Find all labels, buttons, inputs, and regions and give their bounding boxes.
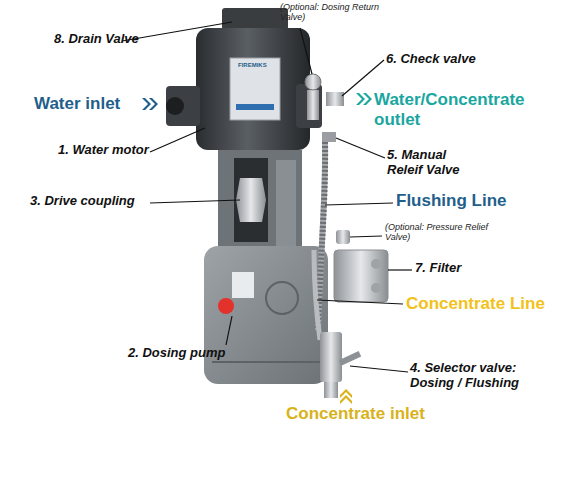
drive-coupling [218, 150, 302, 248]
coupling-housing [218, 150, 302, 248]
callout-label: 2. Dosing pump [128, 346, 258, 361]
check-valve [326, 92, 344, 106]
dosing-return-valve [305, 74, 321, 90]
leader-line [350, 236, 382, 237]
pump-body [204, 246, 328, 384]
leader-line [150, 200, 240, 203]
motor-plate [230, 58, 280, 120]
leader-line [350, 366, 408, 372]
callout-label: 1. Water motor [58, 143, 178, 158]
flushing-hose [318, 142, 325, 330]
selector-handle [339, 351, 361, 366]
outlet-chevron [356, 93, 365, 105]
leader-line [150, 128, 205, 152]
plate-stripe [236, 104, 274, 110]
callout-label: 7. Filter [415, 261, 505, 276]
leader-line [336, 138, 385, 158]
leader-line [226, 316, 232, 345]
drain-valve-cap [222, 8, 288, 30]
leader-line [300, 28, 312, 74]
flow-label: Water/Concentrate outlet [374, 90, 542, 129]
pump-sticker [232, 272, 254, 298]
check-valve-body [307, 90, 319, 120]
red-button [218, 298, 234, 314]
housing-side [276, 160, 296, 246]
filter-plug [371, 259, 381, 269]
outlet-flange [296, 84, 322, 128]
inlet-chevron [149, 98, 158, 110]
pump-seam [212, 361, 320, 363]
inlet-flange [166, 86, 200, 126]
filter-block [334, 250, 388, 302]
leader-line [325, 203, 393, 205]
flow-label: Flushing Line [396, 191, 526, 211]
inlet-port [166, 97, 184, 115]
flow-label: Water inlet [34, 94, 144, 114]
callout-label: 3. Drive coupling [30, 194, 160, 209]
hex-coupling [236, 178, 266, 222]
selector-valve-body [320, 332, 342, 382]
brand-logo: FIREMIKS [238, 62, 278, 69]
dosing-pump [204, 246, 328, 384]
concentrate-inlet-port [324, 382, 338, 398]
flow-label: Concentrate inlet [286, 404, 456, 424]
inlet-chevron [142, 98, 151, 110]
outlet-chevron [363, 93, 372, 105]
concentrate-hose [314, 250, 320, 340]
optional-note: (Optional: Pressure Relief Valve) [385, 222, 510, 243]
inlet-up-chevron [340, 395, 352, 404]
callout-label: 5. Manual Releif Valve [387, 148, 477, 178]
filter-plug [371, 283, 381, 293]
optional-note: (Optional: Dosing Return Valve) [280, 2, 390, 23]
leader-line [388, 269, 412, 270]
flow-label: Concentrate Line [406, 294, 566, 314]
callout-label: 6. Check valve [386, 52, 516, 67]
callout-label: 8. Drain Valve [54, 32, 174, 47]
pressure-relief-valve [336, 230, 350, 244]
flushing-hose-braid [318, 142, 325, 330]
motor-body [196, 28, 310, 150]
leader-line [317, 300, 403, 304]
manual-relief-valve [322, 132, 336, 142]
callout-label: 4. Selector valve: Dosing / Flushing [410, 361, 560, 391]
pump-emblem [266, 282, 298, 314]
leader-lines [122, 22, 412, 372]
